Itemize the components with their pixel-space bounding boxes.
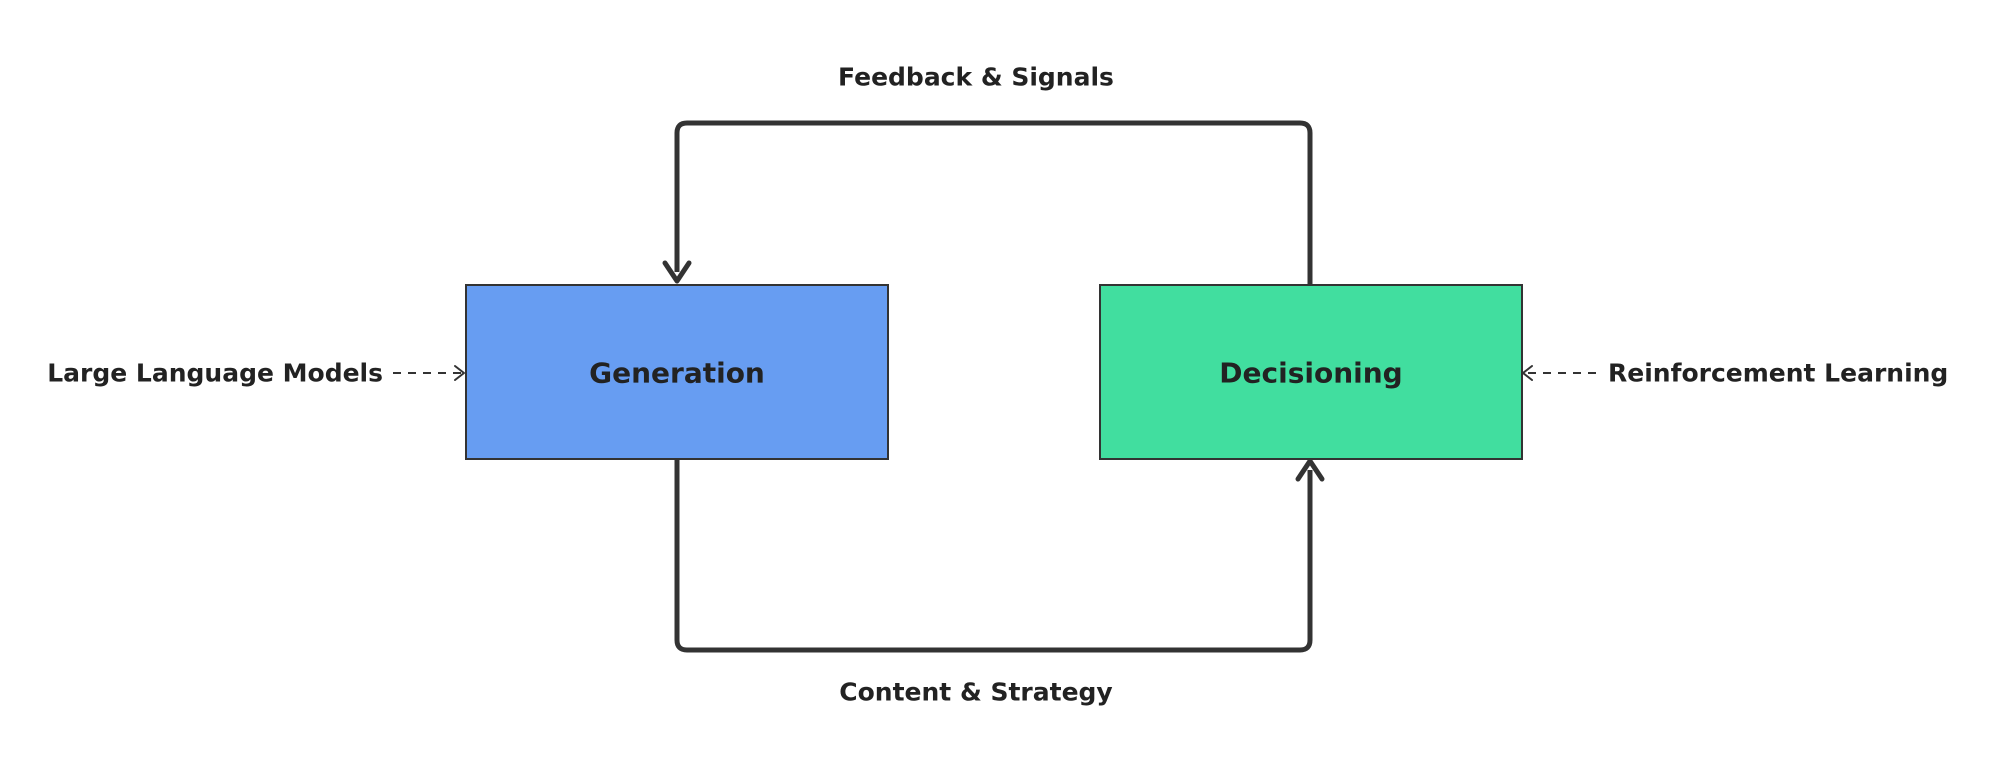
content-arrowhead-icon bbox=[1295, 458, 1325, 482]
generation-node[interactable]: Generation bbox=[465, 284, 889, 460]
content-label: Content & Strategy bbox=[839, 678, 1112, 707]
decisioning-box bbox=[1099, 284, 1523, 460]
llm-label: Large Language Models bbox=[47, 359, 383, 388]
decisioning-node[interactable]: Decisioning bbox=[1099, 284, 1523, 460]
decisioning-label: Decisioning bbox=[1219, 357, 1402, 390]
llm-arrowhead-icon bbox=[454, 365, 465, 381]
generation-box bbox=[465, 284, 889, 460]
content-connector bbox=[674, 459, 1313, 653]
generation-label: Generation bbox=[589, 357, 765, 390]
rl-label: Reinforcement Learning bbox=[1608, 359, 1948, 388]
feedback-connector bbox=[674, 120, 1313, 284]
feedback-arrowhead-icon bbox=[662, 260, 692, 284]
feedback-label: Feedback & Signals bbox=[838, 63, 1114, 92]
